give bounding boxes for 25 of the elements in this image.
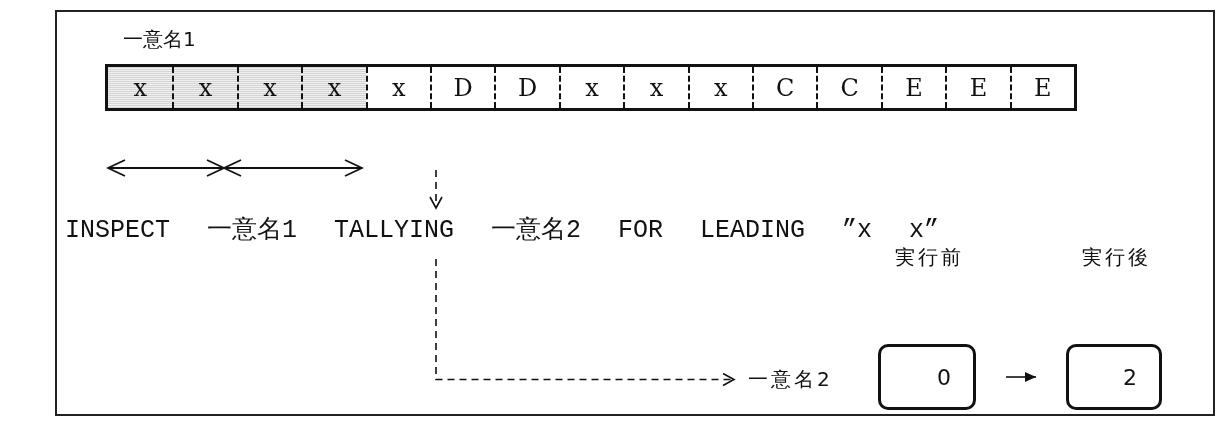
arrow: [1005, 372, 1037, 382]
character-cell: x: [365, 67, 430, 108]
variable-name: 一意名1: [123, 26, 196, 53]
character-cell: x: [558, 67, 624, 108]
character-cell: D: [430, 67, 495, 108]
shaded-character-cell: x: [301, 67, 366, 108]
character-cell: C: [752, 67, 817, 108]
character-cell: E: [945, 67, 1010, 108]
shaded-character-cell: x: [172, 67, 237, 108]
column-heading: 実行後: [1080, 244, 1152, 271]
shaded-character-cell: x: [108, 67, 173, 108]
value-box: 2: [1066, 344, 1162, 410]
value-box: 0: [878, 344, 976, 410]
character-cell: x: [687, 67, 753, 108]
shaded-character-cell: x: [236, 67, 302, 108]
column-heading: 実行前: [893, 244, 965, 271]
character-cell: D: [494, 67, 559, 108]
code-statement: INSPECT 一意名1 TALLYING 一意名2 FOR LEADING ”x x”: [65, 215, 940, 245]
dashed-arrow: [435, 258, 735, 387]
character-cell: C: [816, 67, 881, 108]
variable-name: 一意名2: [748, 366, 833, 393]
character-cell: x: [623, 67, 688, 108]
character-cell: E: [880, 67, 946, 108]
character-cell: E: [1009, 67, 1075, 108]
dashed-arrow: [429, 169, 443, 209]
